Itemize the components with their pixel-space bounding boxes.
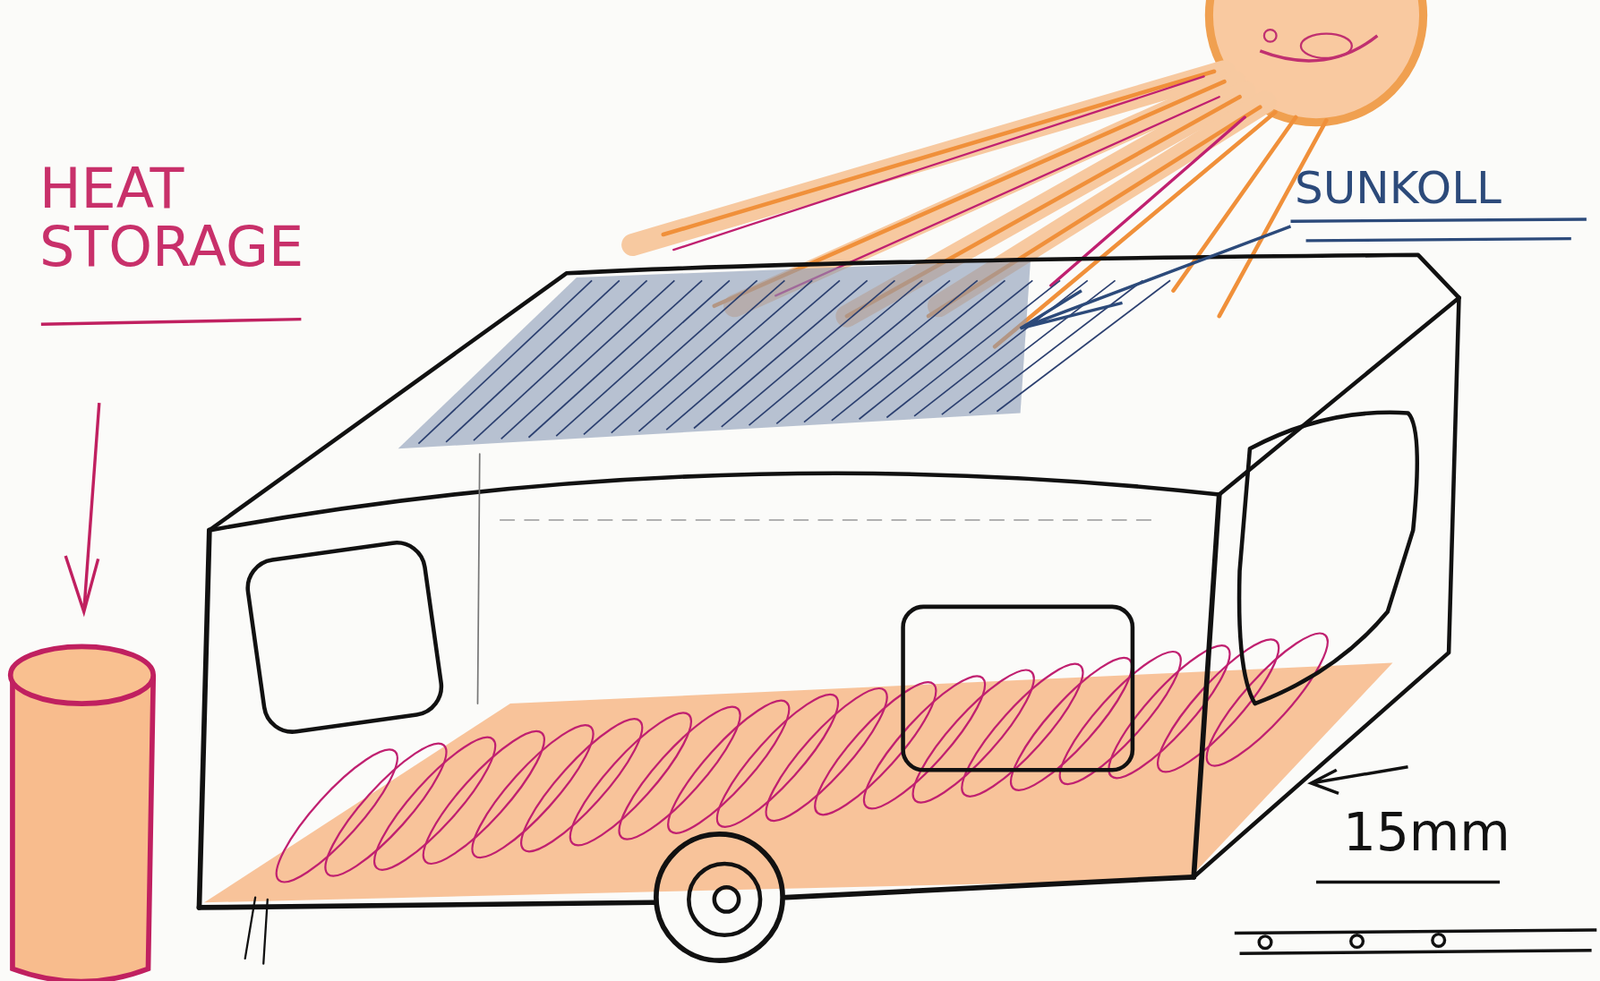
hatch-line — [583, 280, 758, 435]
leader-arrow — [1020, 226, 1292, 329]
collector-panel — [398, 260, 1031, 450]
hatch-line — [556, 280, 730, 437]
hatch-line — [996, 280, 1171, 411]
wheel-hub — [688, 864, 761, 936]
heating-loop — [702, 681, 853, 840]
heating-loop — [556, 700, 706, 859]
sketch-line — [500, 519, 1154, 521]
body-edge — [1193, 495, 1219, 878]
heating-loop — [605, 693, 755, 853]
heating-loop — [1143, 626, 1293, 786]
hatch-line — [528, 280, 702, 437]
heating-loop — [359, 724, 510, 883]
roof-edge — [209, 298, 1460, 531]
sun-ray — [994, 111, 1275, 347]
pipe-section — [1258, 936, 1272, 950]
heating-loop — [311, 730, 462, 890]
window — [244, 539, 445, 736]
hatch-line — [666, 280, 840, 430]
underline — [41, 319, 302, 326]
heating-loop — [653, 687, 804, 847]
caravan-body — [198, 255, 1459, 965]
jack-leg — [245, 898, 268, 965]
heating-loop — [458, 711, 608, 871]
solar-collector — [398, 260, 1171, 450]
hatch-line — [611, 280, 786, 433]
storage-tank — [12, 678, 154, 981]
leader-arrow — [65, 402, 100, 613]
heating-loop — [800, 669, 950, 829]
heating-loop — [506, 706, 657, 865]
component-label: HEAT STORAGE — [39, 159, 335, 276]
hatch-line — [804, 280, 978, 422]
dimension-label: 15mm — [1343, 805, 1549, 861]
body-edge — [1193, 298, 1459, 878]
hatch-line — [721, 280, 896, 427]
sun-eye — [1264, 29, 1277, 43]
hatch-line — [831, 280, 1006, 421]
hatch-line — [859, 280, 1034, 420]
leader-arrow — [1310, 767, 1408, 795]
hatch-line — [776, 280, 950, 424]
hatch-line — [445, 280, 620, 443]
hatch-line — [693, 280, 868, 428]
sun-ray — [673, 76, 1204, 250]
storage-top — [10, 646, 155, 704]
floor-section — [1234, 930, 1597, 954]
heating-loops — [262, 620, 1343, 896]
heat-storage — [10, 319, 302, 981]
hatch-line — [914, 280, 1088, 417]
heating-loop — [752, 675, 902, 834]
hatch-line — [969, 280, 1144, 413]
roof-outline — [209, 255, 1460, 531]
window — [1239, 412, 1418, 704]
hatch-line — [473, 280, 648, 441]
hatch-line — [941, 280, 1116, 415]
body-edge — [198, 530, 209, 908]
wheel — [656, 834, 783, 961]
heating-loop — [1045, 638, 1196, 797]
heating-loop — [409, 718, 559, 877]
heated-floor — [204, 663, 1393, 904]
hatch-line — [749, 280, 924, 426]
body-bottom — [198, 877, 1194, 908]
sun-ray — [1219, 119, 1327, 317]
dimension-detail — [1234, 767, 1597, 954]
heating-loop — [996, 644, 1147, 804]
pipe-section — [1351, 935, 1364, 949]
sun-ray — [663, 71, 1215, 235]
sketch-line — [477, 453, 480, 704]
heating-loop — [947, 650, 1097, 810]
underline — [1316, 881, 1500, 884]
sunkoll-leader — [1020, 219, 1587, 329]
sun-mouth — [1300, 34, 1352, 59]
pipe-section — [1432, 934, 1446, 948]
hatch-line — [501, 280, 676, 439]
heating-loop — [849, 663, 1000, 822]
heating-loop — [898, 657, 1049, 816]
heating-loop — [262, 736, 412, 896]
wheel-hub — [714, 887, 739, 912]
underline — [1291, 219, 1587, 241]
hatch-line — [638, 280, 813, 432]
component-label: SUNKOLL — [1294, 164, 1600, 213]
window — [903, 607, 1133, 771]
hatch-line — [886, 280, 1061, 418]
